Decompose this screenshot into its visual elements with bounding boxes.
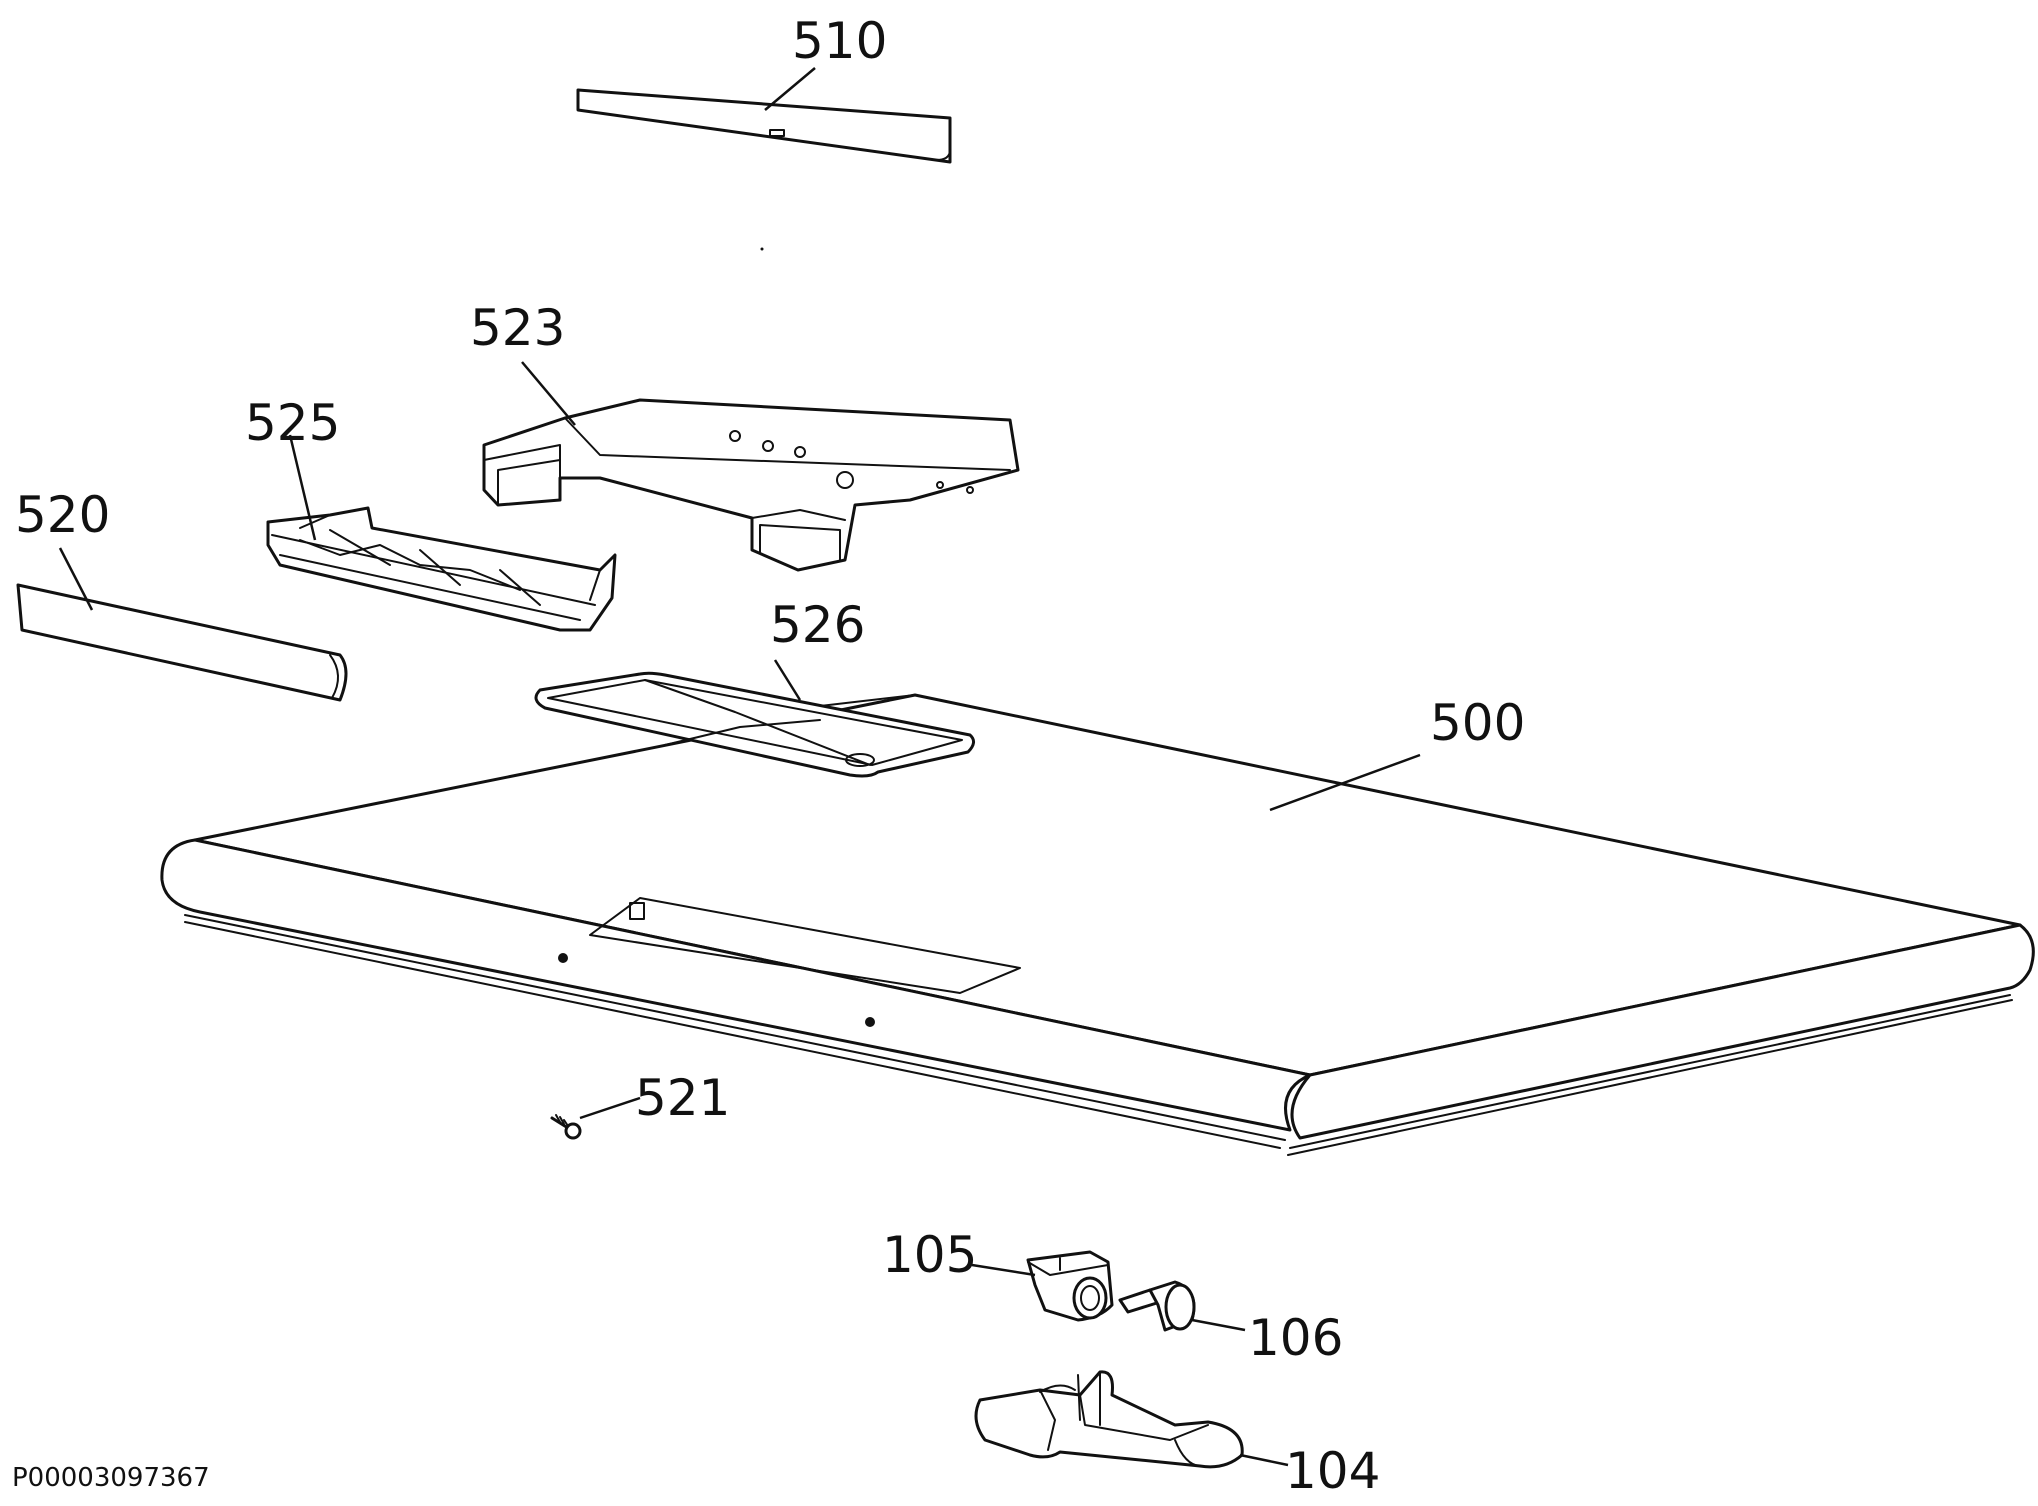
leader-510	[764, 67, 816, 111]
dust-dot	[760, 247, 764, 251]
part-104-end-cap	[974, 1370, 1244, 1469]
part-520-strip	[16, 583, 348, 702]
part-105-hinge-block	[1026, 1250, 1114, 1322]
document-code: P00003097367	[12, 1463, 210, 1493]
label-523: 523	[470, 299, 565, 357]
leader-525	[288, 434, 317, 541]
label-526: 526	[770, 596, 865, 654]
label-510: 510	[792, 12, 887, 70]
leader-104	[1239, 1453, 1289, 1467]
part-523-bracket	[482, 398, 1020, 572]
part-526-gasket	[534, 671, 975, 778]
part-521-screw	[550, 1114, 582, 1140]
label-520: 520	[15, 486, 110, 544]
leader-500	[1269, 753, 1421, 812]
leader-526	[773, 659, 802, 701]
label-525: 525	[245, 394, 340, 452]
label-500: 500	[1430, 694, 1525, 752]
leader-520	[58, 547, 94, 611]
part-106-pin	[1118, 1280, 1196, 1332]
leader-523	[521, 361, 576, 426]
leader-105	[971, 1263, 1036, 1277]
label-106: 106	[1248, 1309, 1343, 1367]
part-500-panel	[160, 693, 2035, 1156]
part-510-plate	[576, 88, 952, 164]
label-105: 105	[882, 1226, 977, 1284]
leader-106	[1191, 1318, 1246, 1332]
label-104: 104	[1285, 1442, 1380, 1500]
part-525-rail	[266, 506, 617, 632]
panel-hole-right	[865, 1017, 875, 1027]
label-521: 521	[635, 1069, 730, 1127]
panel-hole-left	[558, 953, 568, 963]
leader-521	[579, 1096, 641, 1120]
